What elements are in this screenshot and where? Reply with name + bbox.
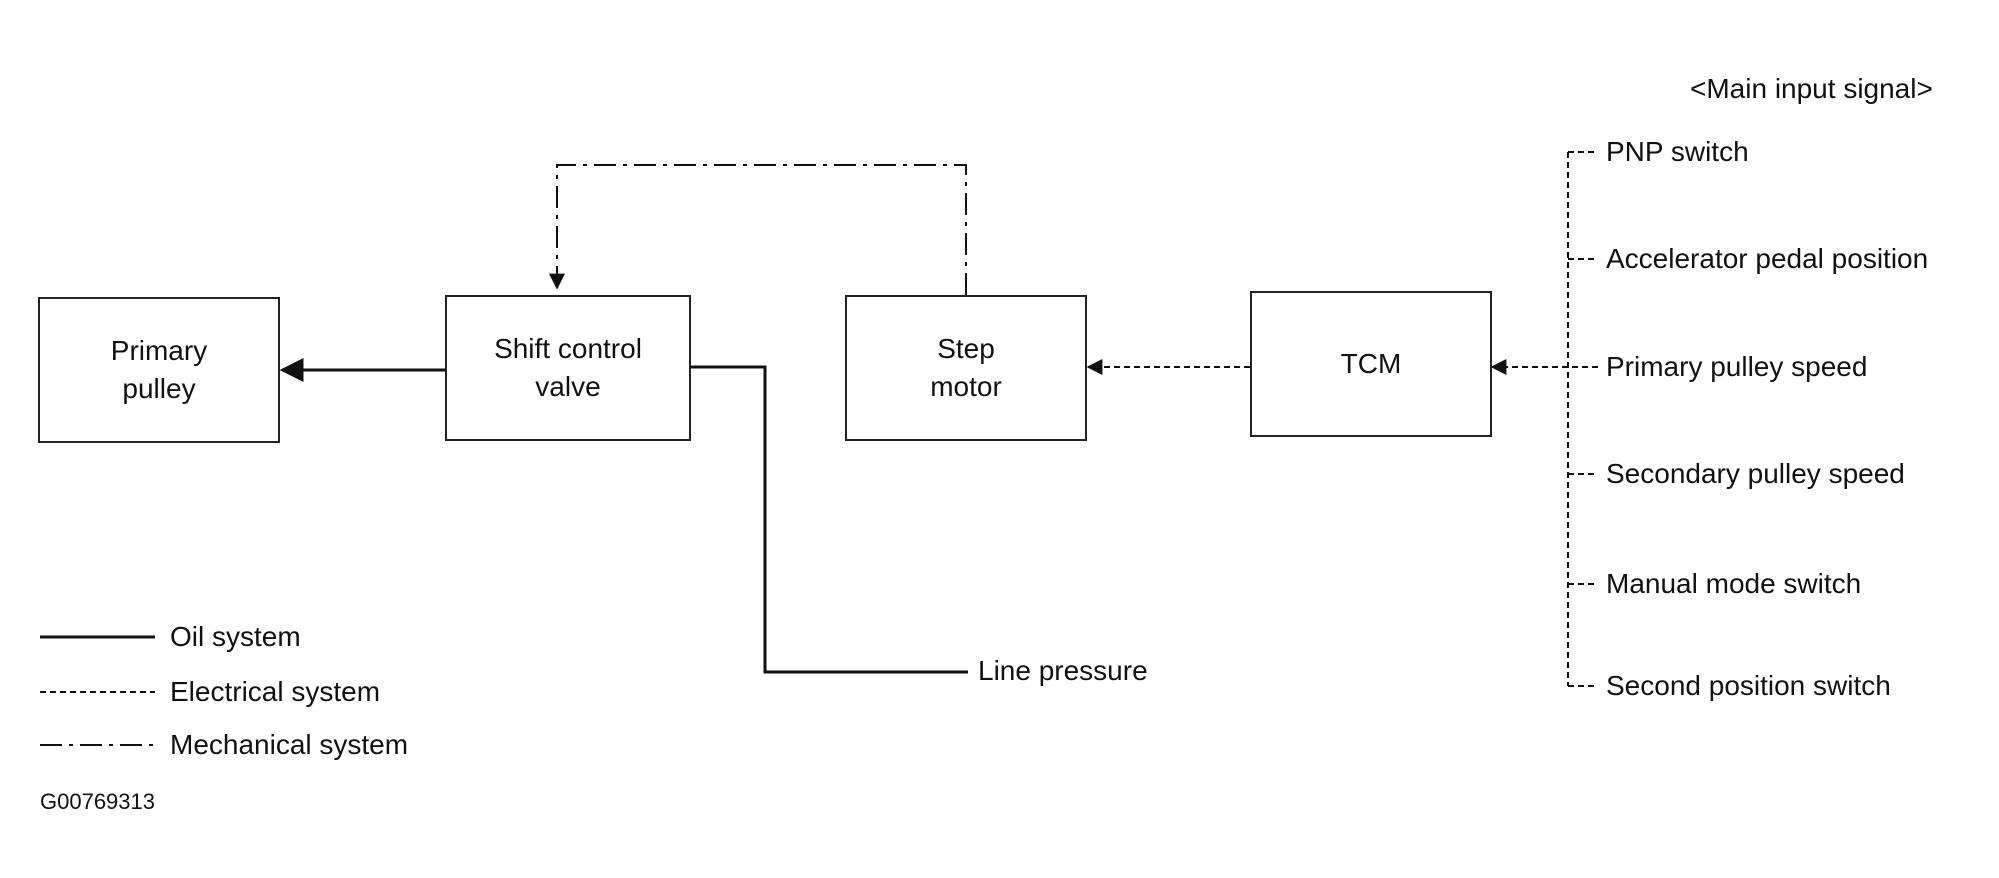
input-manual-mode-switch: Manual mode switch: [1606, 568, 1862, 599]
primary-pulley-block: Primary pulley: [38, 297, 280, 443]
shift-control-valve-block: Shift control valve: [445, 295, 691, 441]
input-secondary-pulley-speed: Secondary pulley speed: [1606, 458, 1905, 489]
mechanical-feedback-line: [549, 164, 967, 295]
input-accelerator-pedal-position: Accelerator pedal position: [1606, 243, 1929, 274]
input-primary-pulley-speed: Primary pulley speed: [1606, 351, 1868, 382]
legend-mechanical-label: Mechanical system: [170, 729, 409, 760]
legend-oil-label: Oil system: [170, 621, 301, 652]
input-signal-ticks: [1568, 151, 1598, 687]
figure-id: G00769313: [40, 789, 155, 814]
step-motor-block: Step motor: [845, 295, 1087, 441]
legend-electrical-label: Electrical system: [170, 676, 381, 707]
tcm-block: TCM: [1250, 291, 1492, 437]
input-signals-heading: <Main input signal>: [1690, 73, 1933, 104]
input-second-position-switch: Second position switch: [1606, 670, 1891, 701]
oil-line-pressure: [691, 365, 968, 674]
line-pressure-label: Line pressure: [978, 655, 1148, 686]
input-pnp-switch: PNP switch: [1606, 136, 1749, 167]
